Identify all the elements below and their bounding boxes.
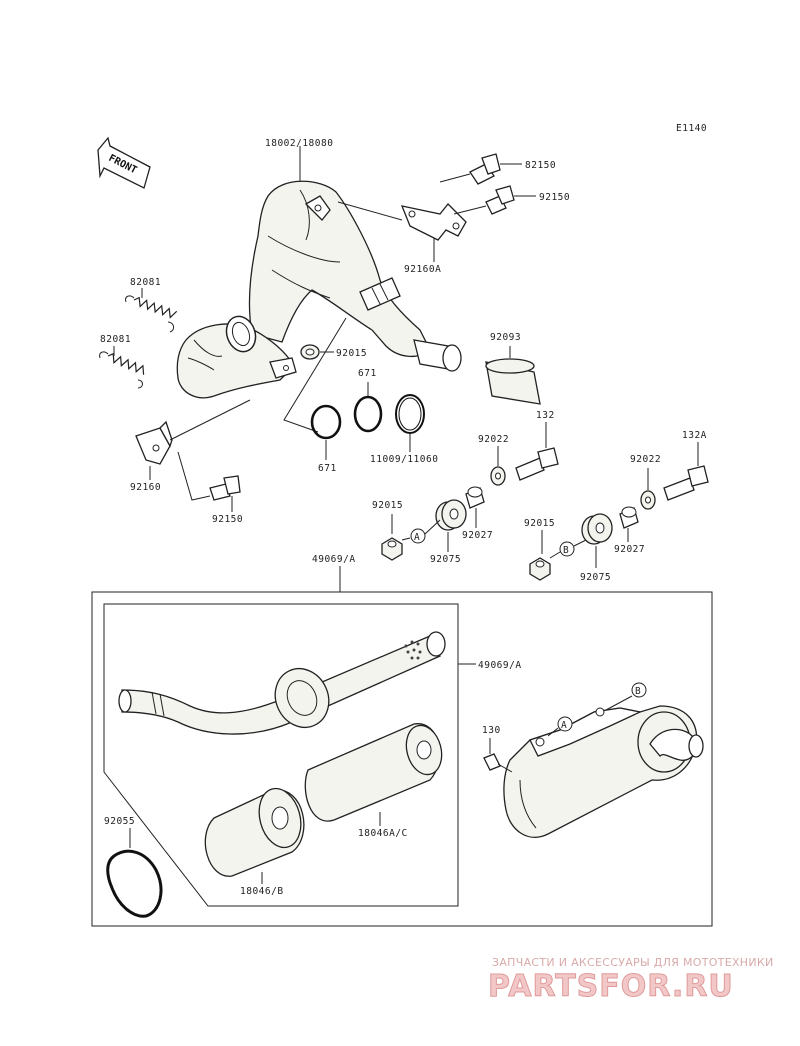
inner-perforated-tube bbox=[118, 631, 446, 735]
label-671-lower: 671 bbox=[318, 463, 337, 474]
svg-text:B: B bbox=[563, 545, 569, 556]
callout-b-2: B bbox=[605, 682, 647, 711]
bolt-92150-lower bbox=[177, 451, 241, 501]
svg-text:A: A bbox=[414, 532, 420, 543]
label-92055: 92055 bbox=[104, 816, 135, 827]
label-92150-lower: 92150 bbox=[212, 514, 243, 525]
label-82081-lower: 82081 bbox=[100, 334, 131, 345]
diagram-code: E1140 bbox=[676, 123, 707, 134]
label-92160a: 92160A bbox=[404, 264, 441, 275]
label-92075-a: 92075 bbox=[430, 554, 461, 565]
label-18046b: 18046/B bbox=[240, 886, 284, 897]
bracket-92160 bbox=[135, 420, 173, 465]
expansion-chamber-pipe bbox=[176, 180, 462, 399]
collar-92027-a bbox=[465, 486, 485, 509]
callout-b-1: B bbox=[549, 539, 587, 559]
label-92027-b: 92027 bbox=[614, 544, 645, 555]
label-92093: 92093 bbox=[490, 332, 521, 343]
gasket-11009 bbox=[395, 394, 425, 434]
bolt-132 bbox=[515, 447, 559, 481]
callout-a-2: A bbox=[547, 716, 573, 737]
label-92022-a: 92022 bbox=[478, 434, 509, 445]
packing-18046ac bbox=[304, 723, 443, 822]
bolt-82150-upper bbox=[439, 153, 501, 185]
label-82150: 82150 bbox=[525, 160, 556, 171]
nut-92015-a bbox=[381, 537, 403, 561]
label-92075-b: 92075 bbox=[580, 572, 611, 583]
callout-a-1: A bbox=[401, 519, 441, 544]
o-ring-671-a bbox=[310, 404, 342, 440]
svg-text:A: A bbox=[561, 720, 567, 731]
label-132a: 132A bbox=[682, 430, 707, 441]
label-671-upper: 671 bbox=[358, 368, 377, 379]
label-82081-upper: 82081 bbox=[130, 277, 161, 288]
label-92022-b: 92022 bbox=[630, 454, 661, 465]
washer-92022-b bbox=[640, 490, 656, 510]
front-arrow-icon: FRONT bbox=[97, 136, 151, 189]
packing-18046b bbox=[204, 787, 305, 877]
label-130: 130 bbox=[482, 725, 501, 736]
label-18046ac: 18046A/C bbox=[358, 828, 408, 839]
label-49069a-top: 49069/A bbox=[312, 554, 356, 565]
svg-text:B: B bbox=[635, 686, 641, 697]
grommet-92075-a bbox=[435, 499, 467, 531]
label-132: 132 bbox=[536, 410, 555, 421]
gasket-92055 bbox=[106, 849, 163, 918]
nut-92015-b bbox=[529, 557, 551, 581]
sleeve-92093 bbox=[485, 358, 541, 405]
spring-82081-lower bbox=[99, 351, 145, 389]
bolt-92150-upper bbox=[453, 185, 515, 215]
label-92015-a: 92015 bbox=[372, 500, 403, 511]
silencer-assembly-frame bbox=[91, 591, 713, 927]
grommet-92075-b bbox=[581, 513, 613, 545]
inner-assembly-frame bbox=[103, 603, 459, 907]
bracket-92160a bbox=[400, 203, 467, 241]
label-92027-a: 92027 bbox=[462, 530, 493, 541]
watermark-tagline: ЗАПЧАСТИ И АКСЕССУАРЫ ДЛЯ МОТОТЕХНИКИ bbox=[492, 956, 774, 969]
washer-92022-a bbox=[490, 466, 506, 486]
watermark-brand: PARTSFOR.RU bbox=[488, 969, 734, 1004]
label-49069a-inner: 49069/A bbox=[478, 660, 522, 671]
label-92015-b: 92015 bbox=[524, 518, 555, 529]
label-92150-upper: 92150 bbox=[539, 192, 570, 203]
label-92015-top: 92015 bbox=[336, 348, 367, 359]
label-11009-11060: 11009/11060 bbox=[370, 454, 438, 465]
silencer-body bbox=[503, 705, 704, 838]
nut-92015-top bbox=[300, 344, 320, 360]
label-18002-18080: 18002/18080 bbox=[265, 138, 333, 149]
spring-82081-upper bbox=[125, 295, 178, 333]
label-92160: 92160 bbox=[130, 482, 161, 493]
bolt-132a bbox=[663, 465, 709, 501]
o-ring-671-b bbox=[353, 395, 383, 433]
bolt-130 bbox=[483, 753, 513, 773]
collar-92027-b bbox=[619, 506, 639, 529]
